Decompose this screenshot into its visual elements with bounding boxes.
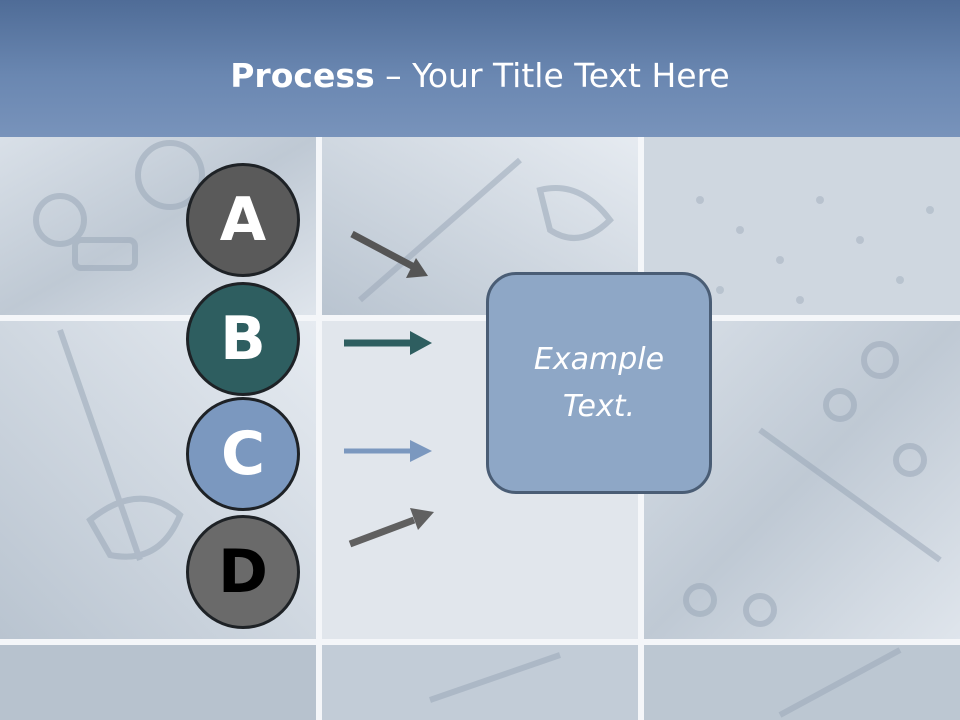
arrows-group <box>344 230 434 548</box>
arrow-d <box>348 508 434 548</box>
title-bold-text: Process <box>230 56 375 95</box>
step-c-circle: C <box>186 397 300 511</box>
arrow-a <box>350 230 428 278</box>
page-title: Process – Your Title Text Here <box>0 56 960 96</box>
example-text-line2: Text. <box>562 389 636 424</box>
arrow-b <box>344 331 432 355</box>
example-text-line1: Example <box>533 342 665 377</box>
step-c-letter: C <box>220 419 266 489</box>
title-band <box>0 0 960 137</box>
arrow-c <box>344 440 432 462</box>
step-b-circle: B <box>186 282 300 396</box>
example-text-box: Example Text. <box>486 272 712 494</box>
step-a-letter: A <box>219 185 267 255</box>
step-d-circle: D <box>186 515 300 629</box>
step-d-letter: D <box>218 537 268 607</box>
step-a-circle: A <box>186 163 300 277</box>
step-b-letter: B <box>220 304 266 374</box>
title-rest-text: – Your Title Text Here <box>374 56 730 95</box>
